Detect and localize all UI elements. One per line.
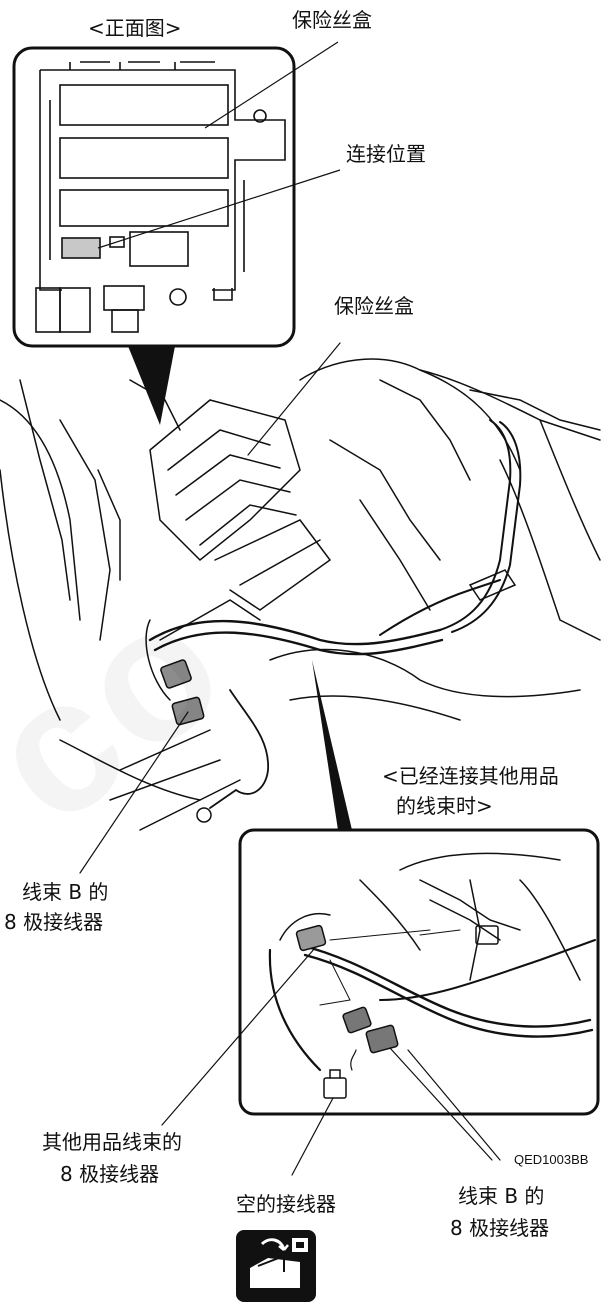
- fuse-box-label-mid: 保险丝盒: [334, 294, 414, 318]
- connected-harness-inset: [161, 828, 600, 1176]
- front-view-inset: [12, 41, 341, 348]
- harness-b-left-line1: 线束 B 的: [22, 880, 109, 904]
- callout-pointer-2: [312, 660, 352, 830]
- connected-note-line2: 的线束时>: [396, 794, 493, 818]
- other-harness-line1: 其他用品线束的: [42, 1130, 182, 1154]
- engine-bay-illustration: [0, 342, 601, 874]
- callout-pointer: [128, 346, 175, 425]
- empty-connector-label: 空的接线器: [236, 1192, 336, 1216]
- harness-b-right-line1: 线束 B 的: [458, 1184, 545, 1208]
- connect-position-label: 连接位置: [346, 142, 426, 166]
- other-harness-line2: 8 极接线器: [60, 1162, 160, 1186]
- figure-code: QED1003BB: [514, 1152, 589, 1167]
- harness-b-left-line2: 8 极接线器: [4, 910, 104, 934]
- front-view-label: <正面图>: [88, 16, 182, 40]
- harness-b-right-line2: 8 极接线器: [450, 1216, 550, 1240]
- connected-note-line1: <已经连接其他用品: [382, 764, 559, 788]
- fuse-box-label-top: 保险丝盒: [292, 8, 372, 32]
- connector-operation-icon: [236, 1230, 316, 1302]
